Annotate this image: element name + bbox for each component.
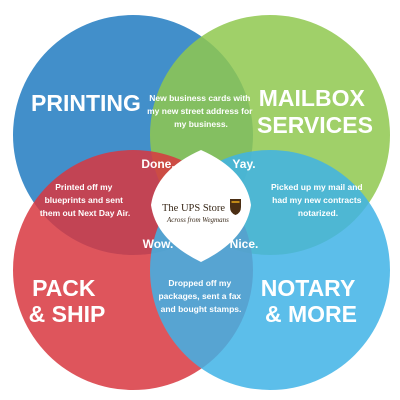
overlap-top-text: New business cards with my new street ad… [147, 93, 255, 129]
ups-shield-icon [230, 199, 241, 215]
logo-title: The UPS Store [162, 203, 225, 214]
center-word-yay: Yay. [232, 157, 255, 171]
center-panel [151, 150, 251, 262]
center-word-wow: Wow. [143, 237, 174, 251]
ups-store-logo: The UPS Store Across from Wegmans [162, 199, 241, 224]
pack-ship-label: PACK & SHIP [29, 275, 106, 327]
logo-subtitle: Across from Wegmans [166, 216, 229, 224]
overlap-right-text: Picked up my mail and had my new contrac… [271, 182, 365, 218]
notary-label: NOTARY & MORE [261, 275, 362, 327]
overlap-bottom-text: Dropped off my packages, sent a fax and … [158, 278, 243, 314]
mailbox-label: MAILBOX SERVICES [257, 85, 373, 138]
center-word-done: Done. [141, 157, 174, 171]
overlap-left-text: Printed off my blueprints and sent them … [40, 182, 130, 218]
printing-label: PRINTING [31, 90, 141, 116]
center-word-nice: Nice. [230, 237, 259, 251]
